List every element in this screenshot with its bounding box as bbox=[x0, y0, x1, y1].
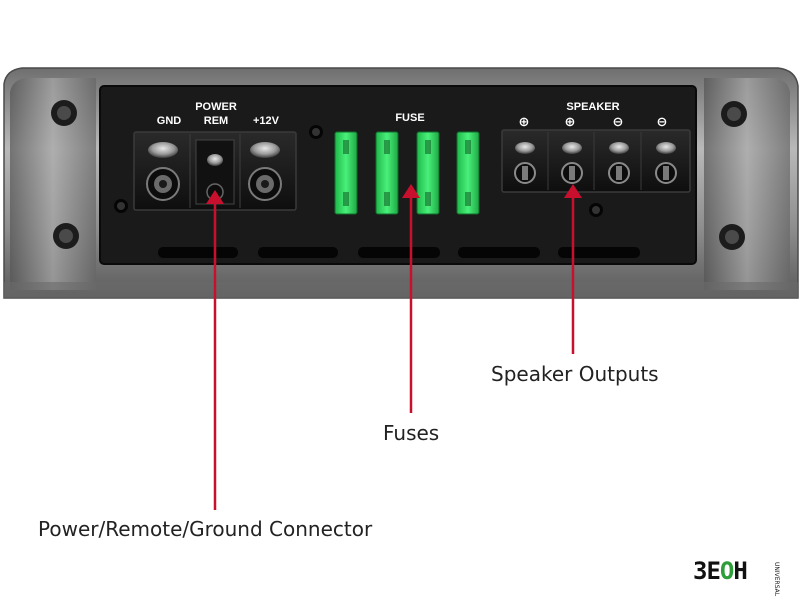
speaker-terminal-screw-icon bbox=[608, 142, 630, 184]
panel-screw-icon bbox=[114, 199, 128, 213]
fuse bbox=[334, 131, 358, 215]
power-connector-callout: Power/Remote/Ground Connector bbox=[38, 517, 373, 541]
speaker-outputs-callout: Speaker Outputs bbox=[491, 362, 659, 386]
speaker-polarity-label: ⊕ bbox=[565, 115, 576, 130]
power-label: POWER bbox=[195, 101, 237, 113]
logo-prefix: ЗЕ bbox=[693, 557, 721, 585]
mounting-screw-icon bbox=[721, 101, 747, 127]
rem-label: REM bbox=[204, 115, 228, 127]
speaker-polarity-label: ⊖ bbox=[613, 115, 624, 130]
fuses-arrow bbox=[402, 184, 420, 413]
speaker-terminal-screw-icon bbox=[514, 142, 536, 184]
speaker-terminal-block bbox=[501, 129, 691, 193]
speaker-label: SPEAKER bbox=[566, 101, 619, 113]
gnd-terminal-screw-icon bbox=[146, 142, 180, 201]
brand-logo: ЗЕОН UNIVERSAL bbox=[693, 557, 783, 596]
speaker-terminal-screw-icon bbox=[561, 142, 583, 184]
plus12v-terminal-screw-icon bbox=[248, 142, 282, 201]
rem-terminal-screw-icon bbox=[206, 154, 224, 201]
speaker-polarity-label: ⊖ bbox=[657, 115, 668, 130]
mounting-screw-icon bbox=[51, 100, 77, 126]
panel-screw-icon bbox=[309, 125, 323, 139]
logo-mid: О bbox=[719, 557, 734, 585]
mounting-screw-icon bbox=[53, 223, 79, 249]
plus12v-label: +12V bbox=[253, 115, 280, 127]
vent-slots bbox=[158, 247, 640, 258]
logo-suffix: Н bbox=[733, 557, 747, 585]
fuses-callout: Fuses bbox=[383, 421, 440, 445]
panel-screw-icon bbox=[589, 203, 603, 217]
speaker-polarity-label: ⊕ bbox=[519, 115, 530, 130]
speaker-terminal-screw-icon bbox=[655, 142, 677, 184]
speaker-outputs-arrow bbox=[564, 184, 582, 354]
logo-subtitle: UNIVERSAL bbox=[773, 562, 780, 597]
fuse-label: FUSE bbox=[395, 112, 424, 124]
mounting-screw-icon bbox=[719, 224, 745, 250]
fuse bbox=[456, 131, 480, 215]
fuse bbox=[416, 131, 440, 215]
gnd-label: GND bbox=[157, 115, 182, 127]
power-connector-arrow bbox=[206, 190, 224, 510]
fuse bbox=[375, 131, 399, 215]
